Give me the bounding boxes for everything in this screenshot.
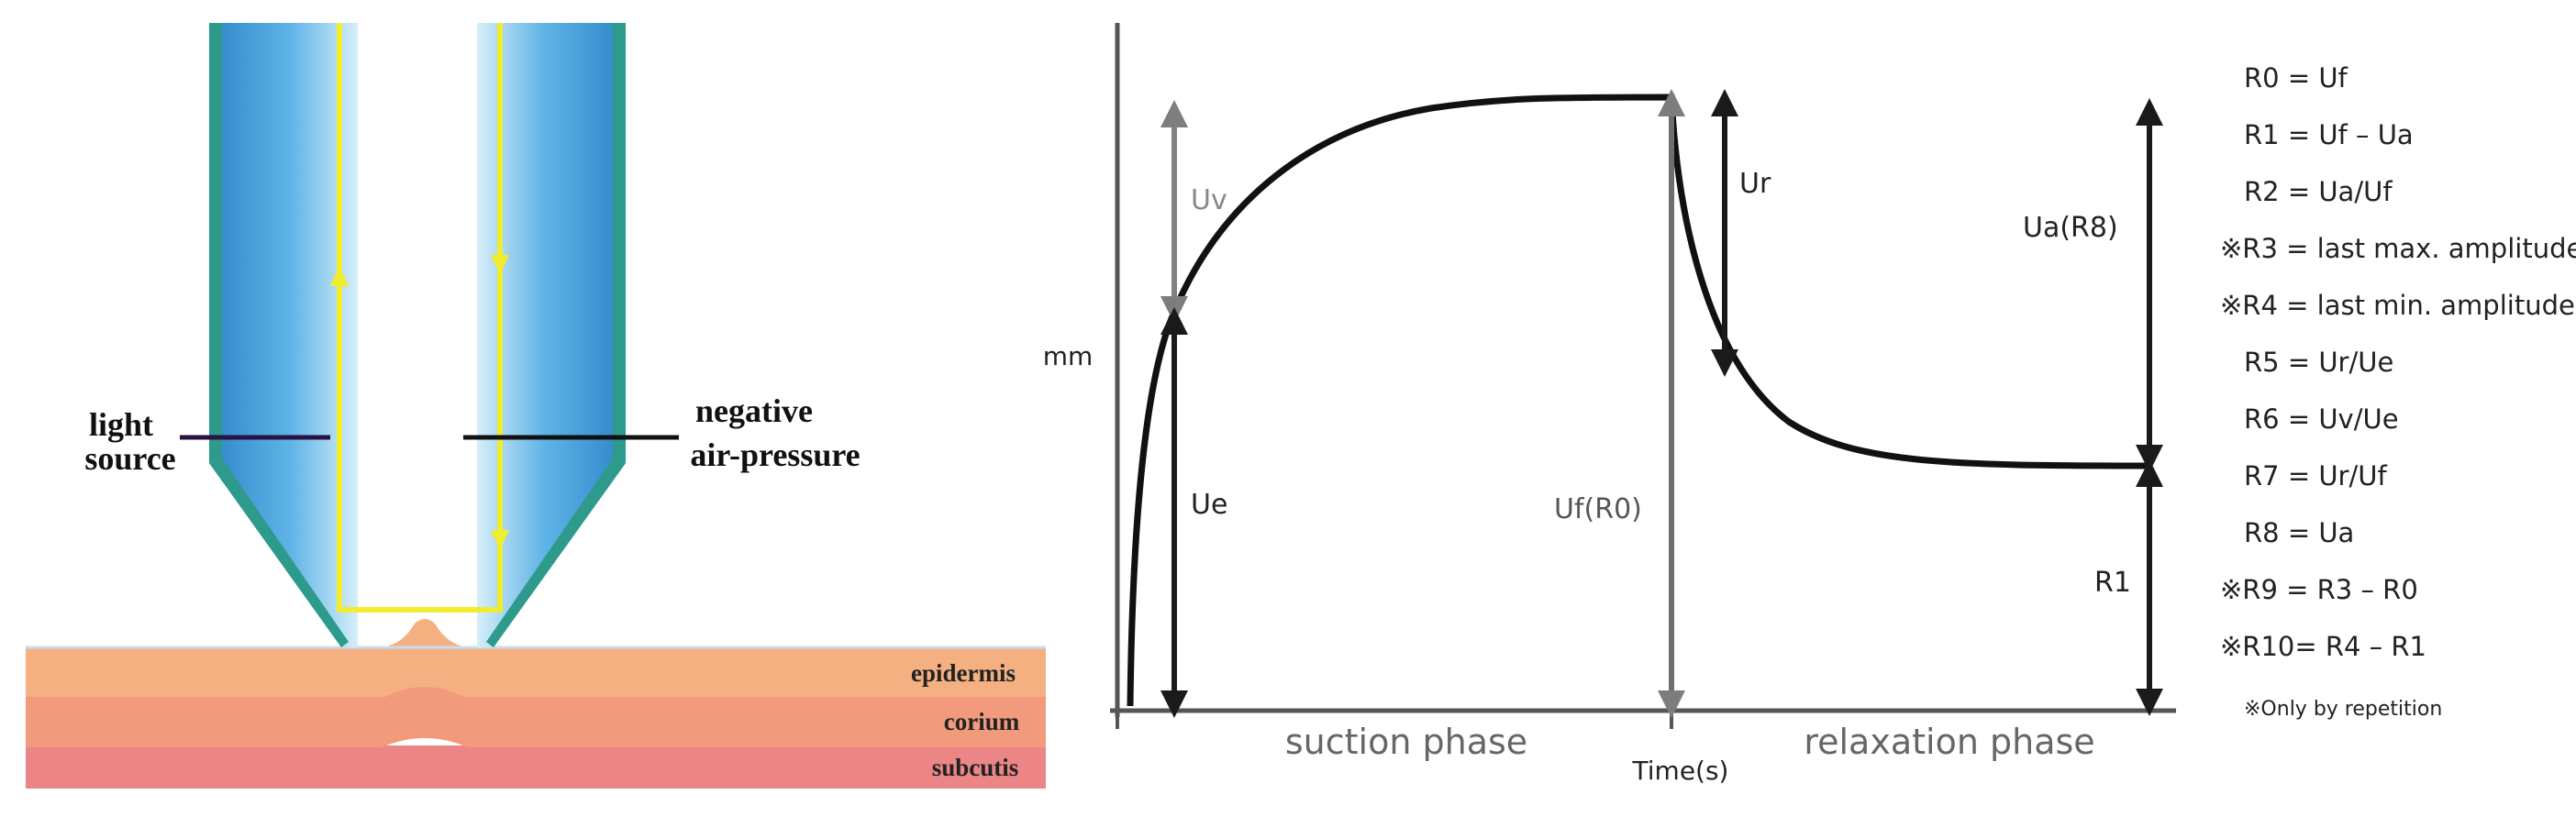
deformation-graph: mm Time(s) suction phase relaxation phas… [1043, 23, 2176, 786]
left-tube [209, 23, 358, 647]
negative-pressure-label-2: air-pressure [690, 436, 860, 473]
r1-label: R1 [2094, 567, 2131, 599]
formula-r7: R7 = Ur/Uf [2244, 460, 2387, 491]
light-source-label-2: source [84, 440, 175, 477]
formula-r1: R1 = Uf – Ua [2244, 119, 2414, 150]
uv-label: Uv [1191, 184, 1227, 216]
epidermis-layer [26, 619, 1046, 697]
probe-opening [358, 23, 477, 610]
relaxation-phase-label: relaxation phase [1804, 722, 2094, 762]
epidermis-label: epidermis [911, 659, 1016, 687]
light-arrow-down-1 [491, 255, 509, 275]
probe-illustration: light source negative air-pressure epide… [26, 23, 1046, 789]
formula-r5: R5 = Ur/Ue [2244, 347, 2393, 378]
formula-r0: R0 = Uf [2244, 62, 2348, 94]
formula-r10: ※R10= R4 – R1 [2220, 631, 2426, 662]
formula-footnote: ※Only by repetition [2244, 698, 2442, 721]
right-tube [477, 23, 626, 647]
formula-r9: ※R9 = R3 – R0 [2220, 574, 2418, 605]
formula-r8: R8 = Ua [2244, 517, 2354, 548]
light-source-label-1: light [89, 406, 153, 443]
x-axis-label: Time(s) [1632, 756, 1729, 786]
skin-layers [26, 619, 1046, 789]
negative-pressure-label-1: negative [695, 392, 813, 429]
formula-r6: R6 = Uv/Ue [2244, 403, 2399, 435]
ua-label: Ua(R8) [2023, 212, 2118, 244]
light-arrow-down-2 [491, 530, 509, 550]
formula-r3: ※R3 = last max. amplitude [2220, 233, 2576, 264]
formula-r2: R2 = Ua/Uf [2244, 176, 2393, 207]
formula-r4: ※R4 = last min. amplitude [2220, 290, 2575, 321]
y-axis-label: mm [1043, 341, 1094, 371]
ue-label: Ue [1191, 489, 1227, 521]
suction-phase-label: suction phase [1285, 722, 1527, 762]
ur-label: Ur [1739, 168, 1771, 200]
subcutis-layer [26, 745, 1046, 789]
light-arrow-up [330, 266, 349, 286]
corium-layer [26, 684, 1046, 747]
uf-label: Uf(R0) [1554, 493, 1642, 525]
corium-label: corium [944, 708, 1020, 735]
subcutis-label: subcutis [932, 754, 1019, 781]
light-path [337, 23, 503, 613]
formula-list: R0 = Uf R1 = Uf – Ua R2 = Ua/Uf ※R3 = la… [2220, 62, 2576, 721]
deformation-curve [1127, 94, 2148, 707]
